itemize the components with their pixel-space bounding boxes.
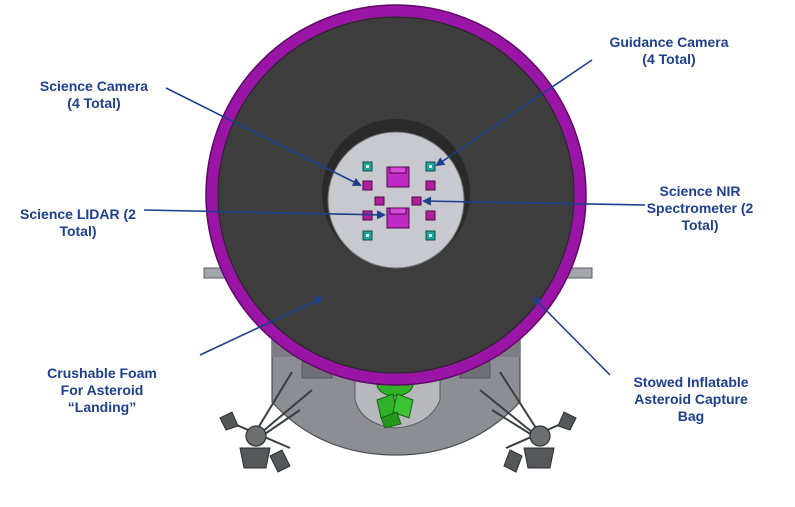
label-capture-bag: Stowed Inflatable Asteroid Capture Bag xyxy=(620,374,762,425)
label-crushable-foam-line-1: Crushable Foam xyxy=(47,365,157,381)
leader-guidance-camera xyxy=(435,59,593,167)
label-guidance-camera-line-1: Guidance Camera xyxy=(609,34,729,50)
label-science-camera: Science Camera (4 Total) xyxy=(30,78,158,112)
leader-science-lidar xyxy=(143,209,386,220)
label-science-lidar: Science LIDAR (2 Total) xyxy=(8,206,148,240)
label-science-camera-line-2: (4 Total) xyxy=(67,95,121,111)
label-science-nir-line-2: Spectrometer (2 xyxy=(646,200,754,216)
label-science-camera-line-1: Science Camera xyxy=(39,78,149,94)
label-capture-bag-line-3: Bag xyxy=(677,408,705,424)
leader-lines xyxy=(143,59,646,376)
instrument-deck xyxy=(322,119,470,269)
label-capture-bag-line-2: Asteroid Capture xyxy=(634,391,748,407)
label-guidance-camera: Guidance Camera (4 Total) xyxy=(598,34,740,68)
thruster-right xyxy=(503,411,577,473)
science-nir-spectrometers xyxy=(374,196,422,206)
label-capture-bag-line-1: Stowed Inflatable xyxy=(633,374,749,390)
label-guidance-camera-line-2: (4 Total) xyxy=(642,51,696,67)
leader-capture-bag xyxy=(532,296,611,376)
label-science-nir-line-3: Total) xyxy=(681,217,719,233)
leader-science-nir xyxy=(422,196,646,206)
label-crushable-foam: Crushable Foam For Asteroid “Landing” xyxy=(34,365,170,416)
thruster-left xyxy=(219,411,291,473)
label-science-lidar-line-1: Science LIDAR (2 xyxy=(20,206,136,222)
label-science-lidar-line-2: Total) xyxy=(59,223,97,239)
label-crushable-foam-line-3: “Landing” xyxy=(67,399,137,415)
label-science-nir-line-1: Science NIR xyxy=(659,183,741,199)
label-crushable-foam-line-2: For Asteroid xyxy=(60,382,144,398)
science-lidar-units xyxy=(386,166,410,229)
leader-science-camera xyxy=(165,87,362,186)
leader-crushable-foam xyxy=(199,296,324,356)
label-science-nir: Science NIR Spectrometer (2 Total) xyxy=(634,183,766,234)
